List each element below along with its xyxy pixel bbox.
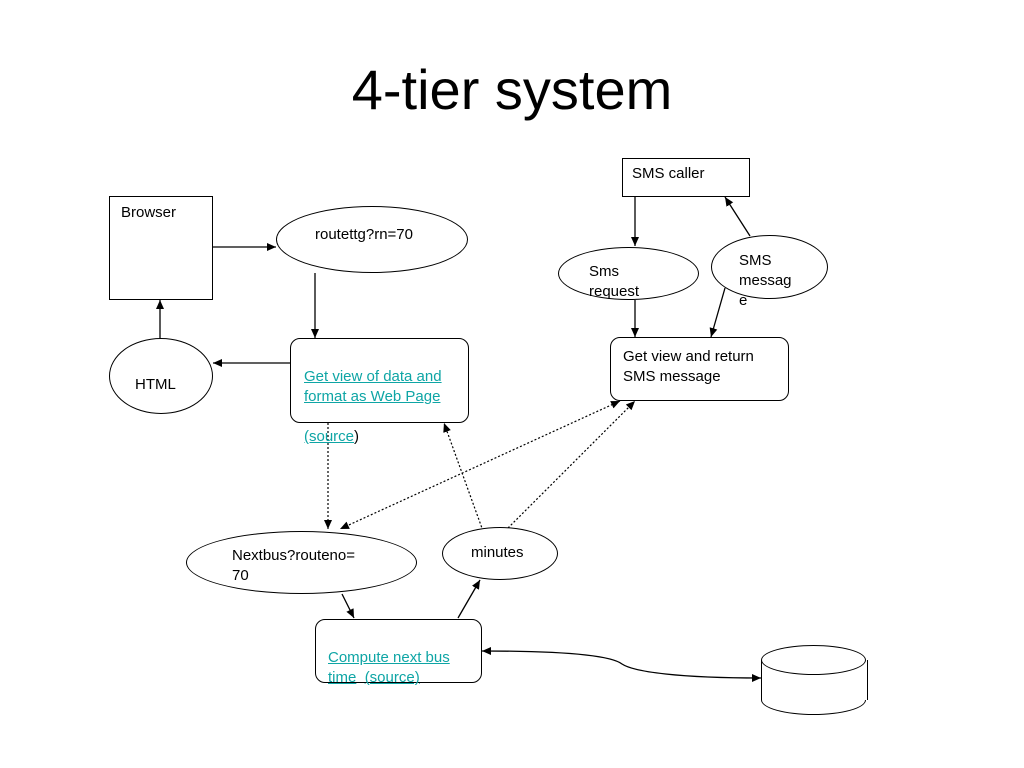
compute-label: Compute next bus time (source) <box>328 628 478 688</box>
arrow-compute-to-minutes <box>457 579 481 619</box>
compute-node <box>315 619 482 683</box>
arrow-smsmessage-to-smscaller <box>724 196 751 237</box>
get-view-web-link[interactable]: Get view of data and format as Web Page <box>304 368 442 405</box>
nextbus-node <box>186 531 417 594</box>
sms-caller-label: SMS caller <box>632 165 705 182</box>
minutes-node <box>442 527 558 580</box>
get-view-web-source-paren: ) <box>354 428 360 445</box>
slide-title: 4-tier system <box>351 58 673 121</box>
arrow-smsmessage-to-getviewsms <box>709 287 726 338</box>
sms-message-node <box>711 235 828 299</box>
sms-message-label: SMS messag e <box>739 252 792 309</box>
compute-source-link[interactable]: (source) <box>364 669 420 686</box>
compute-link[interactable]: Compute next bus time <box>328 649 450 686</box>
nextbus-label: Nextbus?routeno= 70 <box>232 547 356 584</box>
minutes-label: minutes <box>471 544 524 561</box>
html-label: HTML <box>135 376 176 393</box>
arrow-nextbus-to-compute <box>341 593 355 619</box>
arrow-compute-to-database <box>481 647 762 682</box>
database-icon <box>761 645 866 675</box>
html-node <box>109 338 213 414</box>
get-view-web-label: Get view of data and format as Web Page … <box>304 347 464 447</box>
get-view-web-node <box>290 338 469 423</box>
get-view-web-source-link[interactable]: (source <box>304 428 355 445</box>
browser-label: Browser <box>121 204 177 221</box>
sms-request-node <box>558 247 699 300</box>
get-view-sms-node <box>610 337 789 401</box>
sms-request-label: Sms request <box>589 263 640 300</box>
dotted-arrow-minutes-to-getview <box>443 422 484 532</box>
browser-box <box>109 196 213 300</box>
routettg-label: routettg?rn=70 <box>315 226 413 243</box>
routettg-node <box>276 206 468 273</box>
get-view-sms-label: Get view and return SMS message <box>623 348 754 385</box>
dotted-arrow-getviewsms-to-nextbus <box>339 400 621 530</box>
dotted-arrow-minutes-to-getviewsms <box>507 400 636 529</box>
sms-caller-box <box>622 158 750 197</box>
